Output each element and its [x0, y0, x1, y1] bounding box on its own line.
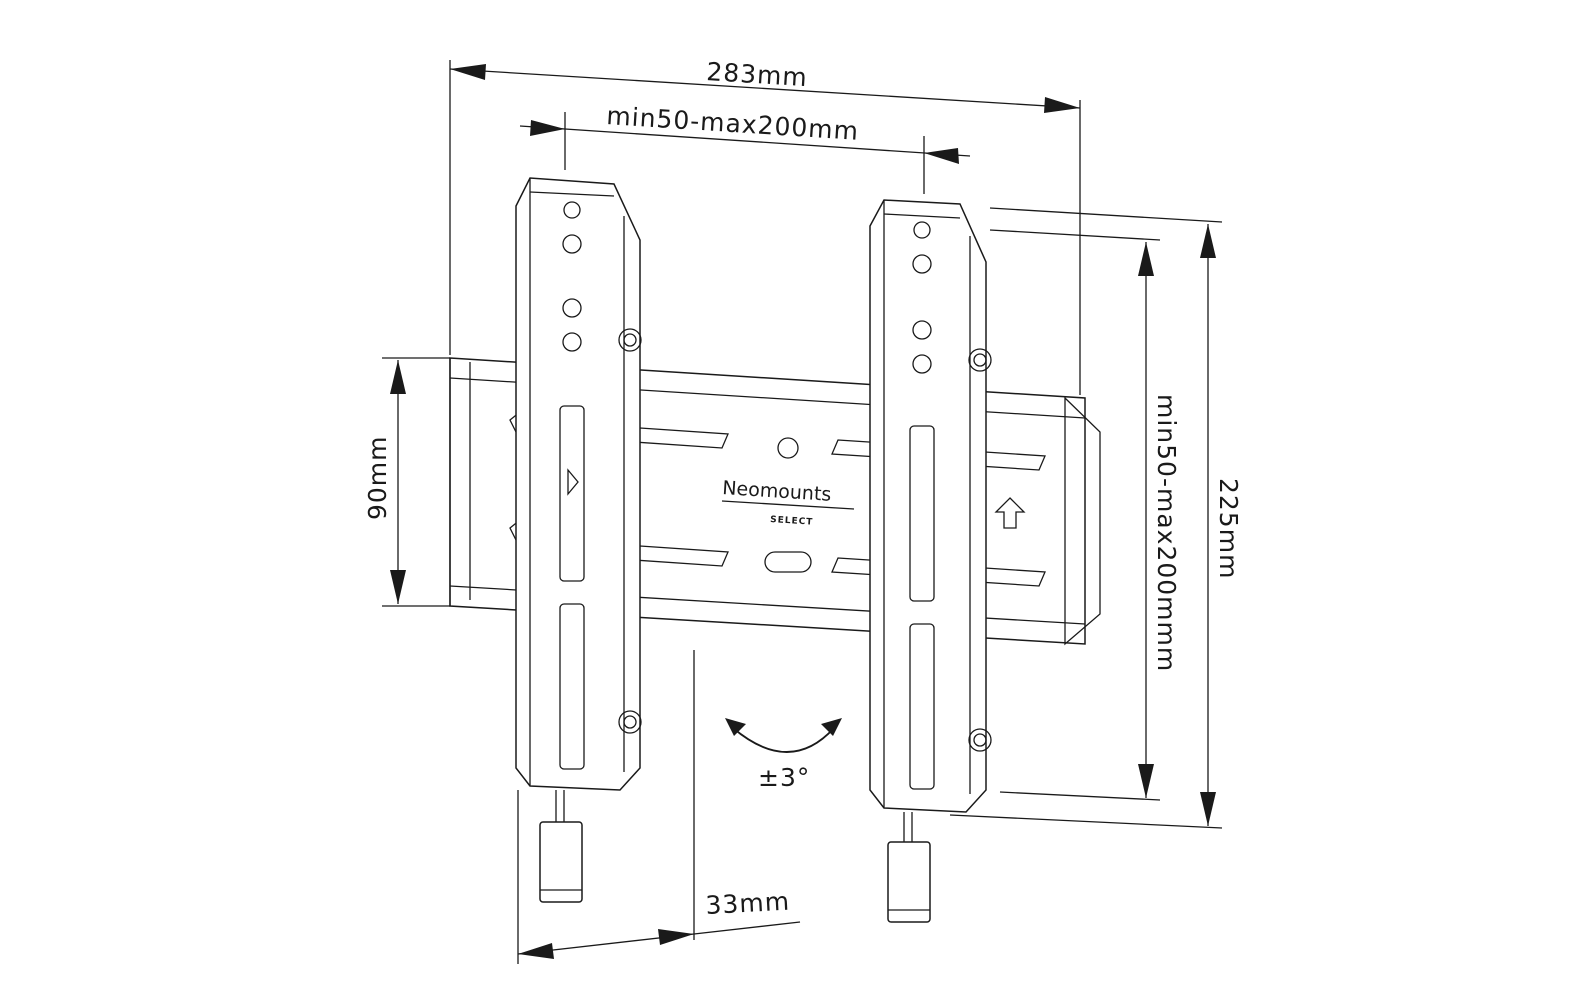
label-wall-distance: 33mm	[705, 887, 791, 920]
tilt-indicator: ±3°	[725, 718, 842, 792]
label-vesa-vertical: min50-max200mmm	[1152, 394, 1181, 672]
label-total-height: 225mm	[1214, 478, 1243, 579]
label-tilt: ±3°	[758, 763, 810, 792]
dimension-vesa-horizontal: min50-max200mm	[519, 101, 971, 194]
label-total-width: 283mm	[706, 57, 809, 92]
right-tv-bracket	[869, 199, 992, 923]
logo-line: SELECT	[770, 515, 814, 528]
dimension-total-height: 225mm	[949, 207, 1243, 829]
left-tv-bracket	[515, 177, 642, 903]
dimension-rail-height: 90mm	[363, 357, 450, 607]
label-vesa-horizontal: min50-max200mm	[606, 101, 860, 146]
dimension-vesa-vertical: min50-max200mmm	[989, 229, 1181, 801]
dimension-wall-distance: 33mm	[517, 650, 801, 964]
up-arrow-icon	[994, 497, 1026, 529]
dimension-total-width: 283mm	[449, 57, 1081, 395]
label-rail-height: 90mm	[363, 435, 392, 520]
